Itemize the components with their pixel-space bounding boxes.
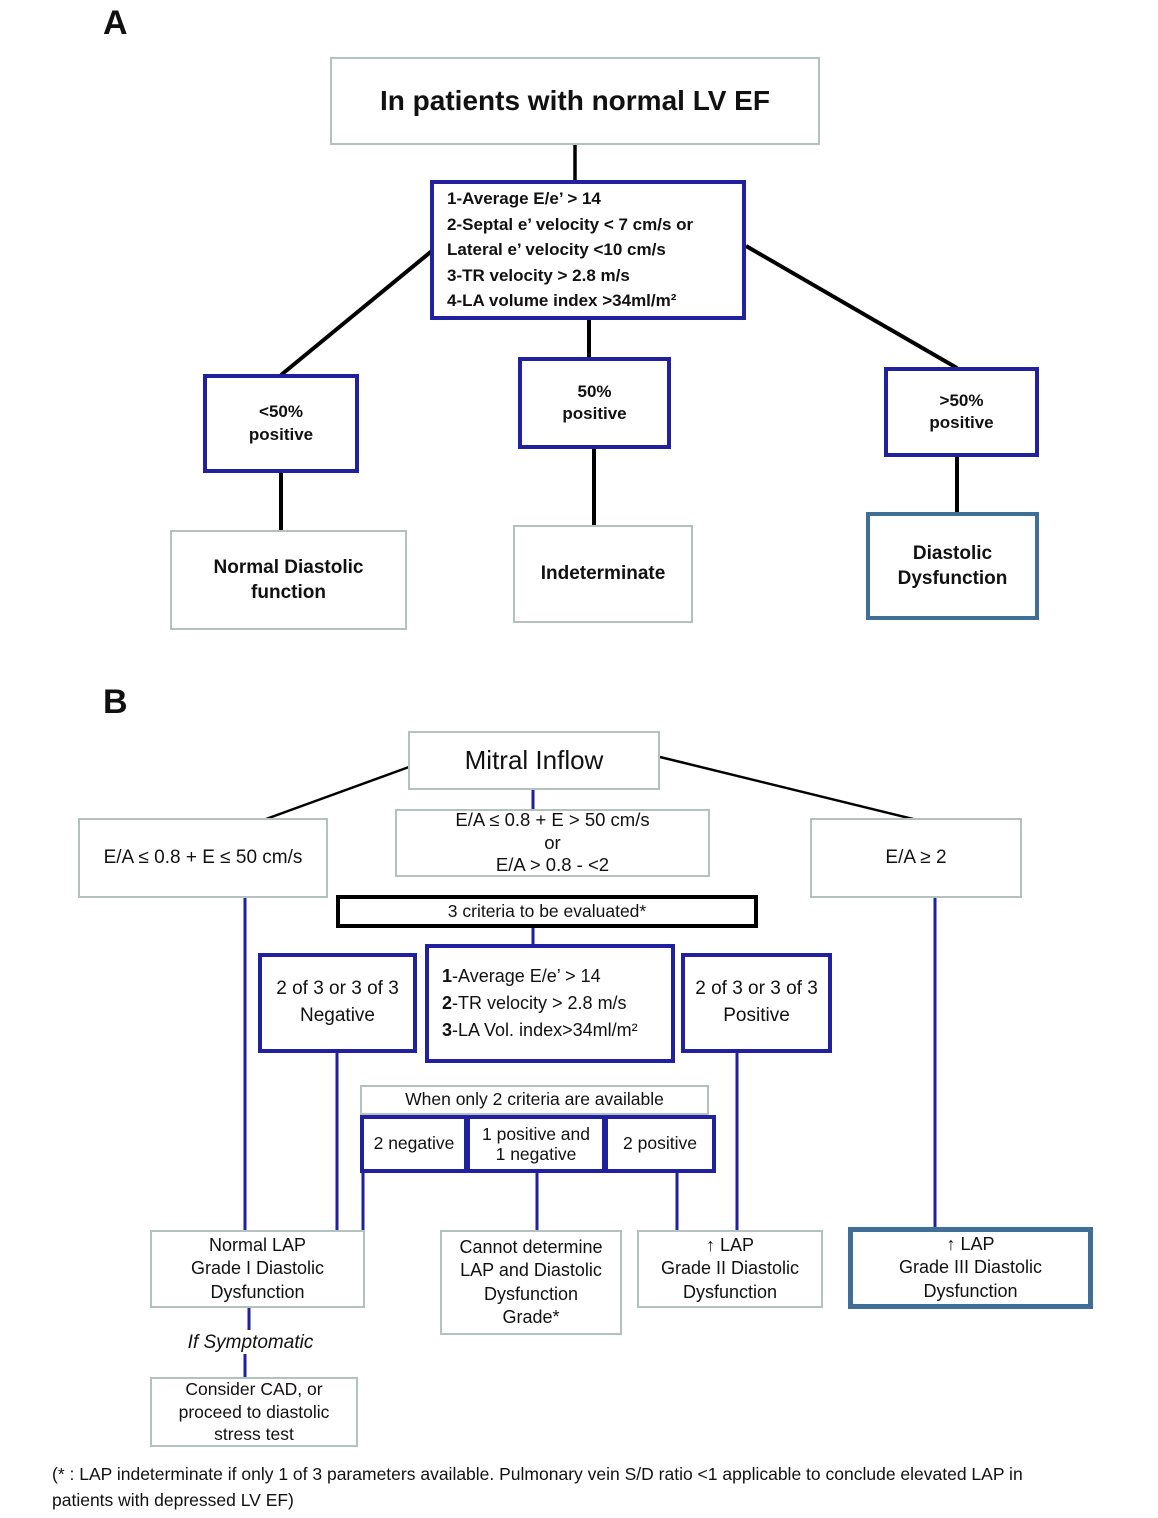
title-text: In patients with normal LV EF [380,84,770,116]
outcome-line: Indeterminate [540,563,666,585]
outcome-box-indeterminate: Indeterminate [513,525,693,623]
if-symptomatic-label: If Symptomatic [148,1331,353,1355]
criteria-text: -LA Vol. index>34ml/m² [452,1020,638,1040]
branch-text: E/A ≤ 0.8 + E ≤ 50 cm/s [103,847,303,869]
title-box-mitral-inflow: Mitral Inflow [408,731,660,790]
footnote: (* : LAP indeterminate if only 1 of 3 pa… [52,1461,1142,1514]
connector-mitral-to-left-branch [265,765,410,821]
criteria-text: -Average E/e’ > 14 [452,966,601,986]
criteria-text: -TR velocity > 2.8 m/s [452,993,627,1013]
branch-box-ea-low-e-high: E/A ≤ 0.8 + E > 50 cm/s or E/A > 0.8 - <… [395,809,710,877]
connector-mitral-to-right-branch [659,755,914,821]
outcome-box-lap-grade3: ↑ LAP Grade III Diastolic Dysfunction [848,1227,1093,1309]
result-box-negative: 2 of 3 or 3 of 3 Negative [258,953,417,1053]
criteria-number: 1 [442,966,453,986]
criteria-b-line: 3-LA Vol. index>34ml/m² [442,1017,638,1044]
outcome-box-normal-diastolic-function: Normal Diastolic function [170,530,407,630]
title-text: Mitral Inflow [464,745,604,776]
outcome-line: Grade I Diastolic [190,1258,325,1279]
criteria-number: 3 [442,1020,453,1040]
footnote-line: patients with depressed LV EF) [52,1490,294,1511]
outcome-line: Dysfunction [897,568,1008,589]
header-box-3-criteria: 3 criteria to be evaluated* [336,895,758,928]
result-box-positive: 2 of 3 or 3 of 3 Positive [681,953,832,1053]
outcome-line: Diastolic [912,542,993,564]
condition-line: positive [562,404,627,423]
condition-box-50-positive: 50% positive [518,357,671,449]
criteria-a-line: 2-Septal e’ velocity < 7 cm/s or [447,214,694,234]
outcome-line: Grade* [502,1306,560,1327]
subresult-box-1pos-1neg: 1 positive and 1 negative [466,1115,606,1173]
result-line: 2 of 3 or 3 of 3 [276,978,399,1000]
criteria-a-line: 3-TR velocity > 2.8 m/s [447,265,630,285]
subresult-box-2-negative: 2 negative [360,1115,468,1173]
outcome-line: Grade II Diastolic [660,1258,800,1279]
branch-text: E/A ≥ 2 [885,847,947,869]
branch-line: E/A ≤ 0.8 + E > 50 cm/s [455,809,650,831]
condition-box-gt50-positive: >50% positive [884,367,1039,457]
outcome-line: Dysfunction [210,1281,305,1302]
outcome-line: Normal Diastolic [213,556,364,578]
subresult-box-2-positive: 2 positive [604,1115,716,1173]
label-text: If Symptomatic [187,1332,314,1354]
outcome-line: Cannot determine [459,1236,603,1257]
panel-b-label: B [103,683,128,721]
outcome-line: Dysfunction [483,1283,579,1304]
branch-line: or [544,831,561,853]
outcome-line: Normal LAP [208,1234,307,1255]
outcome-box-consider-cad: Consider CAD, or proceed to diastolic st… [150,1377,358,1447]
criteria-a-line: 1-Average E/e’ > 14 [447,189,601,209]
title-box-normal-lv-ef: In patients with normal LV EF [330,57,820,145]
result-line: 1 positive and [482,1123,590,1144]
result-line: Positive [723,1005,790,1026]
panel-a-label: A [103,4,128,42]
outcome-line: proceed to diastolic [178,1401,330,1422]
header-text: When only 2 criteria are available [405,1089,664,1110]
header-text: 3 criteria to be evaluated* [447,900,647,921]
result-line: 1 negative [495,1144,577,1164]
outcome-line: Dysfunction [682,1281,778,1302]
connector-criteria-a-to-gt50 [744,244,959,370]
branch-box-ea-ge-2: E/A ≥ 2 [810,818,1022,898]
outcome-line: LAP and Diastolic [460,1260,602,1281]
outcome-line: Dysfunction [923,1280,1018,1301]
condition-line: <50% [259,402,303,422]
outcome-box-diastolic-dysfunction: Diastolic Dysfunction [866,512,1039,620]
criteria-number: 2 [442,993,453,1013]
condition-line: 50% [577,381,612,401]
header-box-2-criteria: When only 2 criteria are available [360,1085,709,1115]
condition-line: positive [248,424,314,444]
criteria-box-b: 1-Average E/e’ > 14 2-TR velocity > 2.8 … [425,944,675,1063]
outcome-line: ↑ LAP [705,1234,755,1255]
condition-line: positive [929,413,994,432]
criteria-a-line: Lateral e’ velocity <10 cm/s [447,240,666,260]
criteria-b-line: 1-Average E/e’ > 14 [442,963,638,990]
result-line: 2 positive [623,1133,697,1154]
outcome-box-lap-grade2: ↑ LAP Grade II Diastolic Dysfunction [637,1230,823,1308]
connector-criteria-a-to-lt50 [279,248,435,377]
condition-line: >50% [939,390,984,410]
outcome-line: Consider CAD, or [185,1378,323,1399]
result-line: 2 negative [373,1133,455,1154]
outcome-line: Grade III Diastolic [898,1257,1043,1278]
branch-box-ea-low-e-low: E/A ≤ 0.8 + E ≤ 50 cm/s [78,818,328,898]
result-line: 2 of 3 or 3 of 3 [695,978,818,1000]
outcome-line: ↑ LAP [946,1233,995,1254]
branch-line: E/A > 0.8 - <2 [495,854,610,876]
criteria-a-line: 4-LA volume index >34ml/m² [447,291,677,311]
condition-box-lt50-positive: <50% positive [203,374,359,473]
criteria-box-a: 1-Average E/e’ > 14 2-Septal e’ velocity… [430,180,746,320]
result-line: Negative [300,1005,375,1026]
outcome-box-normal-lap-grade1: Normal LAP Grade I Diastolic Dysfunction [150,1230,365,1308]
outcome-box-cannot-determine: Cannot determine LAP and Diastolic Dysfu… [440,1230,622,1335]
outcome-line: stress test [214,1424,294,1445]
footnote-line: (* : LAP indeterminate if only 1 of 3 pa… [52,1464,1023,1484]
criteria-b-line: 2-TR velocity > 2.8 m/s [442,990,638,1017]
outcome-line: function [251,582,326,603]
